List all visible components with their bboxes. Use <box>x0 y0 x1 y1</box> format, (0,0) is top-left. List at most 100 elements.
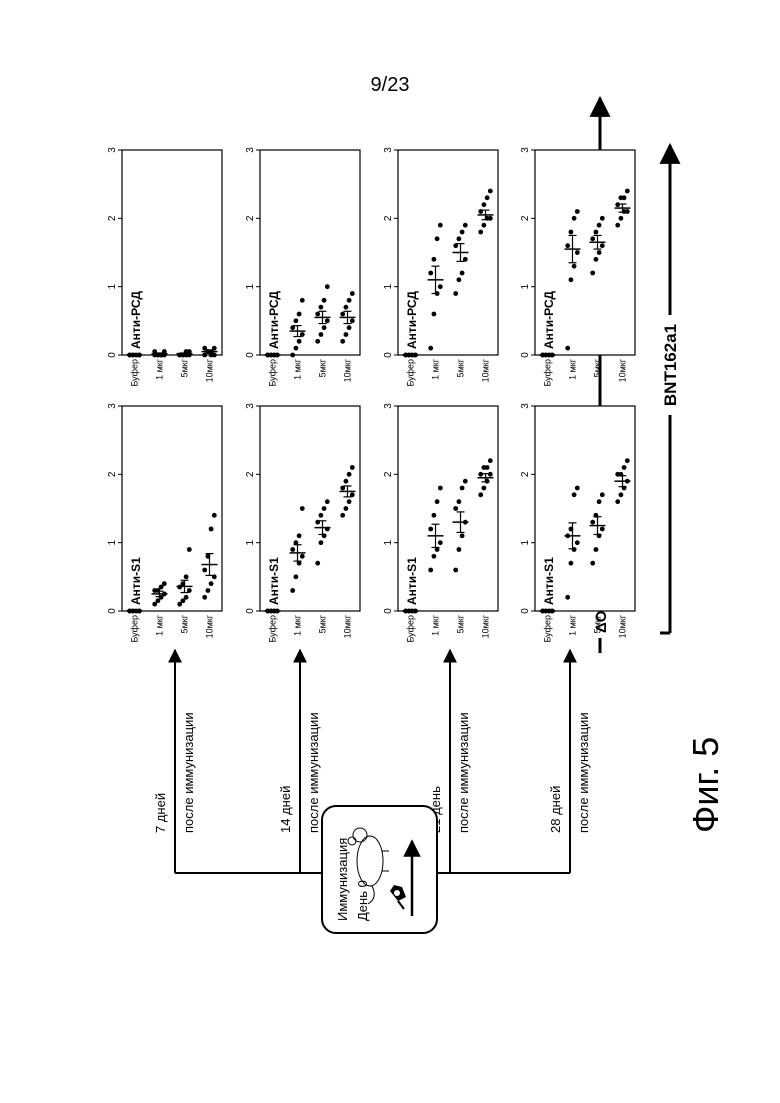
data-point <box>600 492 605 497</box>
category-tick-label: 1 мкг <box>293 614 303 636</box>
data-point <box>619 492 624 497</box>
category-tick-label: 5мкг <box>180 614 190 633</box>
data-point <box>325 318 330 323</box>
data-point <box>432 513 437 518</box>
data-point <box>597 499 602 504</box>
y-tick-label: 3 <box>383 403 394 409</box>
data-point <box>184 574 189 579</box>
data-point <box>300 554 305 559</box>
data-point <box>319 305 324 310</box>
data-point <box>212 513 217 518</box>
category-tick-label: 1 мкг <box>293 358 303 380</box>
data-point <box>162 581 167 586</box>
data-point <box>460 230 465 235</box>
data-point <box>438 540 443 545</box>
chart-title: Анти-РСД <box>405 291 419 349</box>
data-point <box>575 540 580 545</box>
data-point <box>322 325 327 330</box>
y-tick-label: 1 <box>520 283 531 289</box>
chart-2: 0123Анти-S1Буфер1 мкг5мкг10мкг <box>245 403 360 643</box>
category-tick-label: 1 мкг <box>155 614 165 636</box>
data-point <box>457 236 462 241</box>
y-tick-label: 1 <box>383 539 394 545</box>
y-tick-label: 0 <box>245 352 256 358</box>
chart-7: 0123Анти-РСДБуфер1 мкг5мкг10мкг <box>383 147 498 387</box>
data-point <box>619 216 624 221</box>
category-tick-label: 10мкг <box>343 614 353 638</box>
immunization-day: День 0 <box>355 880 370 921</box>
data-point <box>485 465 490 470</box>
data-point <box>463 223 468 228</box>
data-point <box>350 291 355 296</box>
timepoint-14-after: после иммунизации <box>306 712 321 833</box>
data-point <box>322 298 327 303</box>
data-point <box>350 318 355 323</box>
data-point <box>340 312 345 317</box>
data-point <box>319 540 324 545</box>
category-tick-label: 1 мкг <box>155 358 165 380</box>
category-tick-label: 1 мкг <box>431 358 441 380</box>
data-point <box>575 209 580 214</box>
figure-caption: Фиг. 5 <box>685 737 726 833</box>
category-tick-label: 10мкг <box>205 358 215 382</box>
y-tick-label: 2 <box>107 215 118 221</box>
data-point <box>488 189 493 194</box>
category-tick-label: Буфер <box>268 359 278 387</box>
data-point <box>457 499 462 504</box>
construct-label: BNT162a1 <box>661 324 680 406</box>
y-tick-label: 3 <box>107 147 118 153</box>
data-point <box>453 291 458 296</box>
y-tick-label: 1 <box>245 283 256 289</box>
data-point <box>432 257 437 262</box>
data-point <box>344 506 349 511</box>
y-tick-label: 2 <box>245 471 256 477</box>
data-point <box>625 458 630 463</box>
data-point <box>209 527 214 532</box>
y-tick-label: 2 <box>383 215 394 221</box>
data-point <box>482 223 487 228</box>
data-point <box>206 588 211 593</box>
data-point <box>294 574 299 579</box>
category-tick-label: 10мкг <box>205 614 215 638</box>
y-tick-label: 0 <box>107 608 118 614</box>
category-tick-label: 10мкг <box>618 614 628 638</box>
chart-8: 0123Анти-РСДБуфер1 мкг5мкг10мкг <box>520 147 635 387</box>
y-tick-label: 1 <box>383 283 394 289</box>
chart-title: Анти-S1 <box>129 557 143 605</box>
data-point <box>294 318 299 323</box>
data-point <box>565 346 570 351</box>
y-tick-label: 2 <box>520 215 531 221</box>
data-point <box>615 202 620 207</box>
data-point <box>344 479 349 484</box>
data-point <box>300 298 305 303</box>
y-tick-label: 0 <box>520 352 531 358</box>
y-tick-label: 3 <box>245 147 256 153</box>
data-point <box>572 492 577 497</box>
data-point <box>297 312 302 317</box>
category-tick-label: Буфер <box>543 615 553 643</box>
category-tick-label: 10мкг <box>481 358 491 382</box>
data-point <box>290 547 295 552</box>
data-point <box>347 298 352 303</box>
data-point <box>600 216 605 221</box>
y-tick-label: 0 <box>520 608 531 614</box>
data-point <box>322 506 327 511</box>
data-point <box>594 257 599 262</box>
data-point <box>438 486 443 491</box>
data-point <box>478 492 483 497</box>
data-point <box>590 561 595 566</box>
chart-title: Анти-РСД <box>267 291 281 349</box>
data-point <box>600 527 605 532</box>
data-point <box>622 195 627 200</box>
timepoint-7-days: 7 дней <box>153 793 168 833</box>
y-tick-label: 0 <box>383 608 394 614</box>
chart-1: 0123Анти-S1Буфер1 мкг5мкг10мкг <box>107 403 222 643</box>
data-point <box>572 216 577 221</box>
immunization-title: Иммунизация <box>335 838 350 921</box>
timepoint-28-days: 28 дней <box>548 786 563 833</box>
data-point <box>432 312 437 317</box>
data-point <box>453 568 458 573</box>
data-point <box>202 568 207 573</box>
data-point <box>347 499 352 504</box>
data-point <box>325 284 330 289</box>
